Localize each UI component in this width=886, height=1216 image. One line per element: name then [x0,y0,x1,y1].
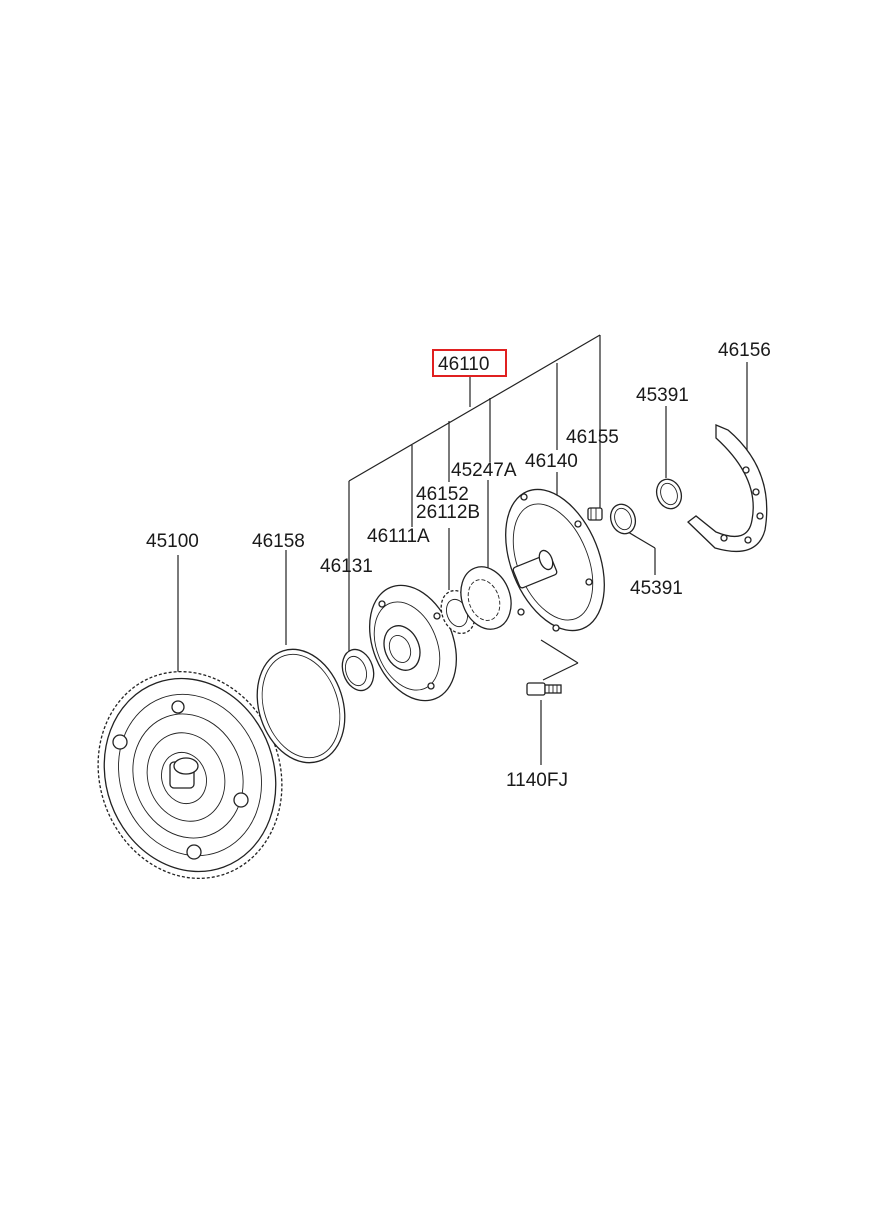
label-46140[interactable]: 46140 [525,451,578,472]
label-45391-bottom[interactable]: 45391 [630,578,683,599]
oil-seal [341,648,375,692]
seal-ring-top [655,478,683,510]
torque-converter [97,670,283,880]
label-46152[interactable]: 46152 [416,484,469,505]
pump-housing [368,584,458,702]
part-labels: 46110 46156 45391 46155 45247A 46140 461… [146,340,771,791]
label-46156[interactable]: 46156 [718,340,771,361]
label-46155[interactable]: 46155 [566,427,619,448]
outer-gear [460,566,512,630]
label-46111a[interactable]: 46111A [367,526,430,547]
highlight-box [432,349,507,377]
o-ring [256,648,346,764]
bolt [526,682,562,696]
label-1140fj[interactable]: 1140FJ [506,770,568,791]
label-45100[interactable]: 45100 [146,531,199,552]
label-46110[interactable]: 46110 [438,354,489,375]
label-45247a[interactable]: 45247A [451,460,517,481]
plug [587,507,603,521]
gasket [686,424,768,552]
label-46158[interactable]: 46158 [252,531,305,552]
label-26112b[interactable]: 26112B [416,502,480,523]
stator-support [505,488,605,632]
label-45391-top[interactable]: 45391 [636,385,689,406]
leader-lines [177,334,748,765]
label-46131[interactable]: 46131 [320,556,373,577]
seal-ring-bottom [609,503,637,535]
